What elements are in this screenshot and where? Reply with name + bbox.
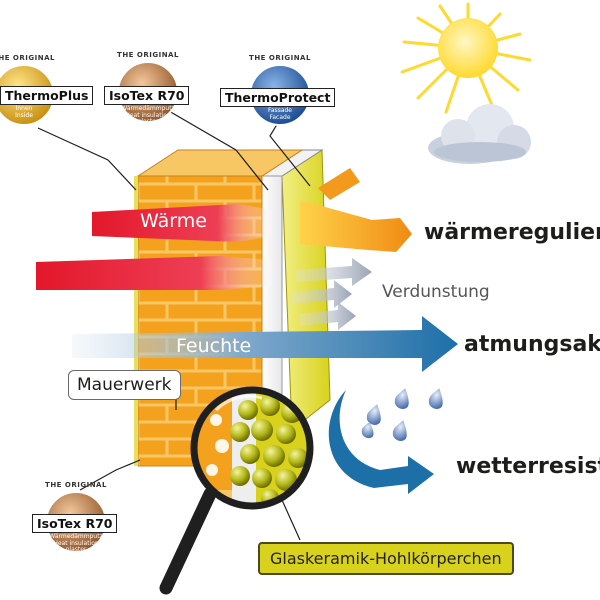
badge-isotex-top-top: THE ORIGINAL xyxy=(117,51,179,59)
magnifier-icon xyxy=(159,386,314,595)
atmungsaktiv-label: atmungsaktiv xyxy=(464,332,600,357)
badge-thermoprotect-name: ThermoProtect xyxy=(220,88,336,107)
badge-isotex-top-sub1: Wärmedämmputz xyxy=(121,105,175,112)
wetterresistent-label: wetterresistent xyxy=(456,454,600,479)
weather-arrow xyxy=(328,390,434,494)
moisture-arrow xyxy=(72,316,458,372)
badge-thermoprotect-top: THE ORIGINAL xyxy=(249,54,311,62)
badge-isotex-top-sub: Wärmedämmputz Heat insulation plaster xyxy=(118,105,178,126)
warm-output-arrow-upper xyxy=(318,168,360,200)
rain-drops xyxy=(361,388,443,441)
badge-isotex-top-sub2: Heat insulation plaster xyxy=(125,111,171,126)
badge-isotex-bottom-top: THE ORIGINAL xyxy=(45,481,107,489)
warm-output-arrow xyxy=(300,200,412,252)
waerme-label: Wärme xyxy=(140,210,207,232)
evaporation-arrow-3 xyxy=(300,302,356,330)
inner-plaster-layer xyxy=(134,176,138,466)
badge-thermoplus-sub: Innen Inside xyxy=(4,105,44,119)
waermeregulierend-label: wärmeregulierend xyxy=(424,220,600,245)
badge-isotex-bottom-sub1: Wärmedämmputz xyxy=(49,533,103,540)
feuchte-label: Feuchte xyxy=(176,335,252,357)
badge-thermoplus-sub2: Inside xyxy=(15,111,33,119)
heat-arrow-lower xyxy=(36,256,272,290)
verdunstung-label: Verdunstung xyxy=(382,282,490,302)
mauerwerk-callout: Mauerwerk xyxy=(68,370,181,400)
evaporation-arrow-1 xyxy=(296,258,372,286)
badge-thermoprotect-sub2: Facade xyxy=(269,113,291,121)
glaskeramik-label: Glaskeramik-Hohlkörperchen xyxy=(258,542,514,575)
badge-isotex-bottom-sub: Wärmedämmputz Heat insulation plaster xyxy=(46,533,106,554)
badge-thermoplus-name: ThermoPlus xyxy=(0,86,94,105)
badge-thermoplus-sub1: Innen xyxy=(15,105,33,112)
badge-isotex-bottom-sub2: Heat insulation plaster xyxy=(53,539,99,554)
badge-thermoprotect-sub1: Fassade xyxy=(267,107,292,114)
badge-thermoprotect-sub: Fassade Facade xyxy=(260,107,300,121)
badge-isotex-top-name: IsoTex R70 xyxy=(104,86,190,105)
badge-thermoplus-top: THE ORIGINAL xyxy=(0,54,55,62)
cloud-icon xyxy=(428,104,531,164)
heat-arrow-upper xyxy=(92,204,272,242)
badge-isotex-bottom-name: IsoTex R70 xyxy=(32,514,118,533)
evaporation-arrow-2 xyxy=(292,280,352,308)
sun-icon xyxy=(400,2,532,114)
